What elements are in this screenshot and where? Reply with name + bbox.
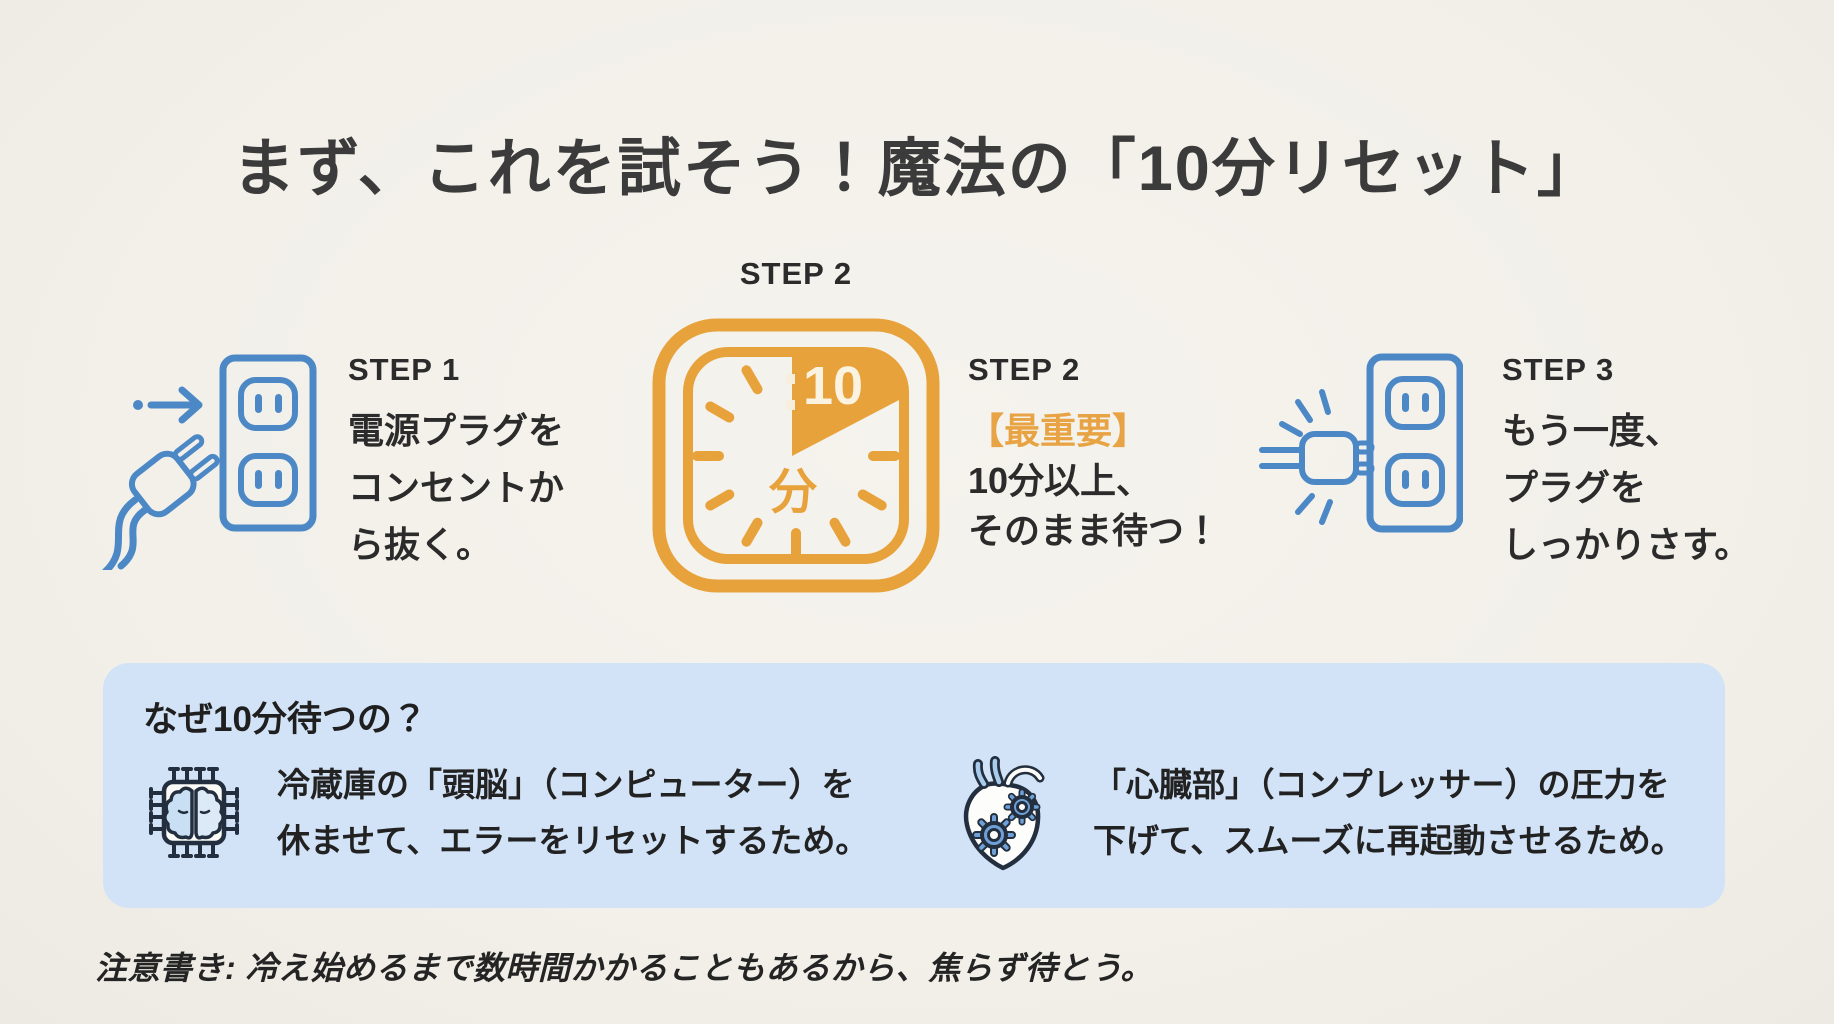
why-wait-box: なぜ10分待つの？ 冷蔵庫の「頭脳」（コンピューター）を 休ませて、エラーをリセ… [103, 663, 1725, 908]
step2-line: 10分以上、 [968, 460, 1153, 501]
step2-label: STEP 2 [968, 352, 1081, 387]
step1-line: ら抜く。 [348, 524, 493, 565]
step2-text-block: STEP 2 【最重要】 10分以上、 そのまま待つ！ [968, 352, 1220, 556]
step3-line: プラグを [1502, 467, 1647, 508]
timer-unit: 分 [768, 466, 818, 519]
step3-line: もう一度、 [1502, 410, 1681, 451]
reason2-text: 「心臓部」（コンプレッサー）の圧力を 下げて、スムーズに再起動させるため。 [1093, 757, 1684, 869]
reason1-text: 冷蔵庫の「頭脳」（コンピューター）を 休ませて、エラーをリセットするため。 [277, 757, 868, 869]
step2-line: そのまま待つ！ [968, 510, 1221, 551]
cpu-brain-icon [149, 767, 239, 858]
reason1-line: 冷蔵庫の「頭脳」（コンピューター）を [277, 766, 855, 803]
reason1-line: 休ませて、エラーをリセットするため。 [277, 822, 869, 859]
step2-highlight: 【最重要】 [968, 410, 1149, 451]
heart-compressor-icon [963, 756, 1045, 871]
plug-into-outlet-icon [1259, 353, 1463, 533]
step1-line: コンセントか [348, 467, 565, 508]
reason2-line: 「心臓部」（コンプレッサー）の圧力を [1093, 766, 1670, 803]
footnote: 注意書き: 冷え始めるまで数時間かかることもあるから、焦らず待とう。 [95, 950, 1153, 986]
unplug-outlet-icon [102, 354, 317, 570]
why-wait-heading: なぜ10分待つの？ [143, 700, 427, 739]
step3-text-block: STEP 3 もう一度、 プラグを しっかりさす。 [1502, 352, 1750, 573]
ten-minute-timer-icon: 10 分 [652, 318, 940, 593]
timer-value: 10 [803, 356, 863, 416]
reason2-line: 下げて、スムーズに再起動させるため。 [1093, 822, 1684, 859]
step1-text-block: STEP 1 電源プラグを コンセントか ら抜く。 [348, 352, 564, 573]
step2-top-label: STEP 2 [739, 256, 853, 291]
step1-line: 電源プラグを [348, 410, 565, 451]
step3-line: しっかりさす。 [1502, 524, 1751, 565]
step1-label: STEP 1 [348, 352, 461, 387]
step3-label: STEP 3 [1502, 352, 1615, 387]
page-title: まず、これを試そう！魔法の「10分リセット」 [232, 134, 1602, 205]
